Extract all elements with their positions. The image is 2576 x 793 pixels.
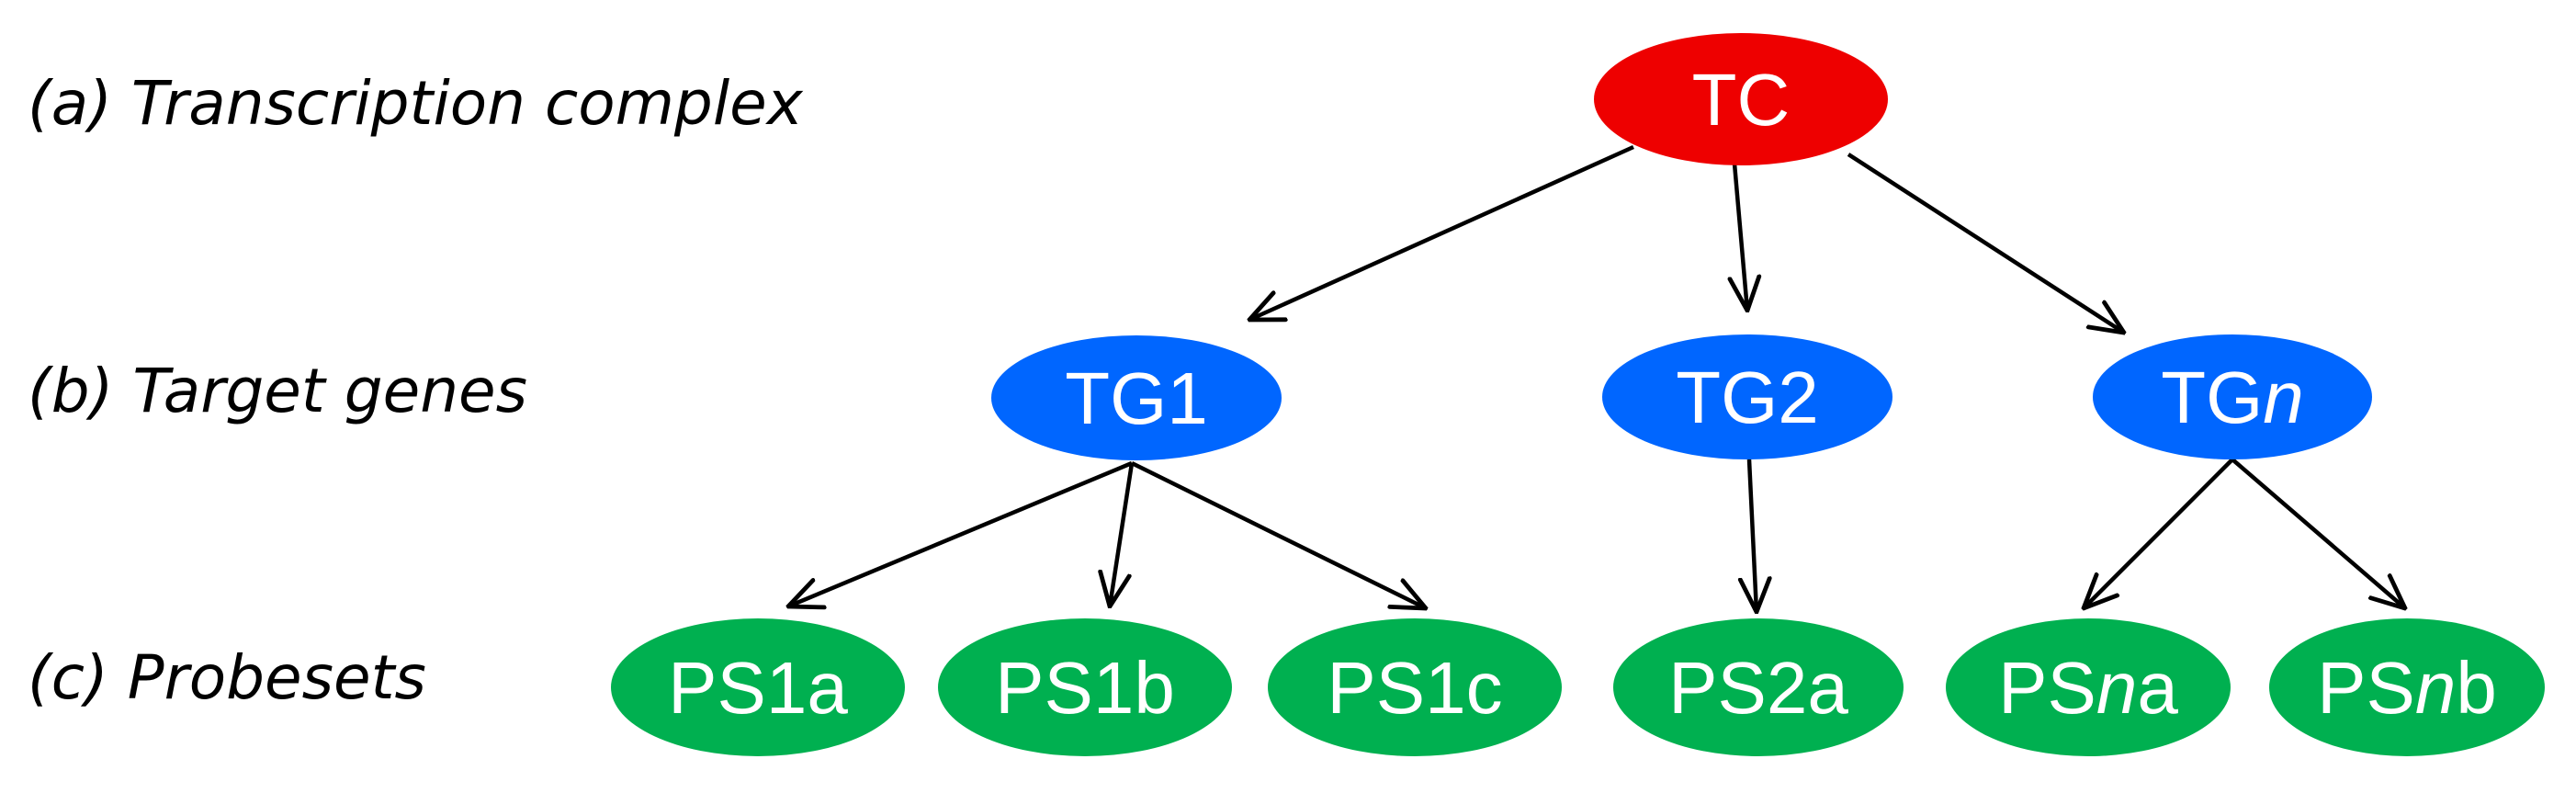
edge-tgn-psnb bbox=[2231, 458, 2405, 608]
node-tg1-label: TG1 bbox=[1065, 357, 1208, 439]
node-ps1a-shape bbox=[611, 618, 905, 756]
node-psna-shape bbox=[1946, 618, 2231, 756]
node-ps2a-shape bbox=[1613, 618, 1904, 756]
node-tc-shape bbox=[1594, 33, 1888, 165]
edge-tg1-ps1b bbox=[1110, 462, 1135, 606]
node-ps2a: PS2a bbox=[1613, 618, 1904, 756]
node-tgn-label-italic: n bbox=[2263, 357, 2304, 438]
node-tg2-label: TG2 bbox=[1676, 357, 1819, 438]
node-ps1b-label: PS1b bbox=[995, 647, 1175, 729]
node-ps1a: PS1a bbox=[611, 618, 905, 756]
edges bbox=[788, 144, 2405, 612]
node-tgn-shape bbox=[2093, 334, 2372, 459]
node-ps1c-label: PS1c bbox=[1327, 647, 1502, 729]
edge-tgn-psna bbox=[2084, 458, 2234, 608]
node-psna: PSna bbox=[1946, 618, 2231, 756]
node-tg1-shape bbox=[991, 335, 1282, 460]
node-psnb: PSnb bbox=[2269, 618, 2545, 756]
node-tgn-label: TGn bbox=[2161, 357, 2304, 438]
node-psna-label-post: a bbox=[2137, 647, 2178, 729]
node-psna-label: PSna bbox=[1998, 647, 2178, 729]
level-label-complex: (a) Transcription complex bbox=[28, 68, 804, 139]
node-psna-label-italic: n bbox=[2096, 647, 2138, 729]
node-ps2a-label: PS2a bbox=[1668, 647, 1848, 729]
node-ps1a-label: PS1a bbox=[668, 647, 848, 729]
node-ps1c: PS1c bbox=[1268, 618, 1562, 756]
edge-tg2-ps2a bbox=[1749, 459, 1757, 612]
edge-tc-tg2 bbox=[1734, 163, 1747, 311]
node-psnb-label-pre: PS bbox=[2317, 647, 2415, 729]
node-tg2-shape bbox=[1602, 334, 1892, 459]
node-tgn-label-pre: TG bbox=[2161, 357, 2263, 438]
node-tg1: TG1 bbox=[991, 335, 1282, 460]
edge-tg1-ps1c bbox=[1131, 460, 1426, 608]
node-ps1c-shape bbox=[1268, 618, 1562, 756]
node-tg2: TG2 bbox=[1602, 334, 1892, 459]
node-tgn: TGn bbox=[2093, 334, 2372, 459]
node-ps1b: PS1b bbox=[938, 618, 1232, 756]
node-psna-label-pre: PS bbox=[1998, 647, 2096, 729]
level-label-genes: (b) Target genes bbox=[28, 356, 527, 426]
node-psnb-label-italic: n bbox=[2415, 647, 2457, 729]
node-tc: TC bbox=[1594, 33, 1888, 165]
node-ps1b-shape bbox=[938, 618, 1232, 756]
edge-tg1-ps1a bbox=[788, 460, 1133, 606]
node-psnb-label: PSnb bbox=[2317, 647, 2497, 729]
edge-tc-tgn bbox=[1847, 153, 2124, 333]
node-tc-label: TC bbox=[1692, 59, 1791, 141]
edge-tc-tg1 bbox=[1249, 144, 1634, 320]
level-label-probesets: (c) Probesets bbox=[28, 642, 426, 713]
node-psnb-shape bbox=[2269, 618, 2545, 756]
node-psnb-label-post: b bbox=[2456, 647, 2497, 729]
